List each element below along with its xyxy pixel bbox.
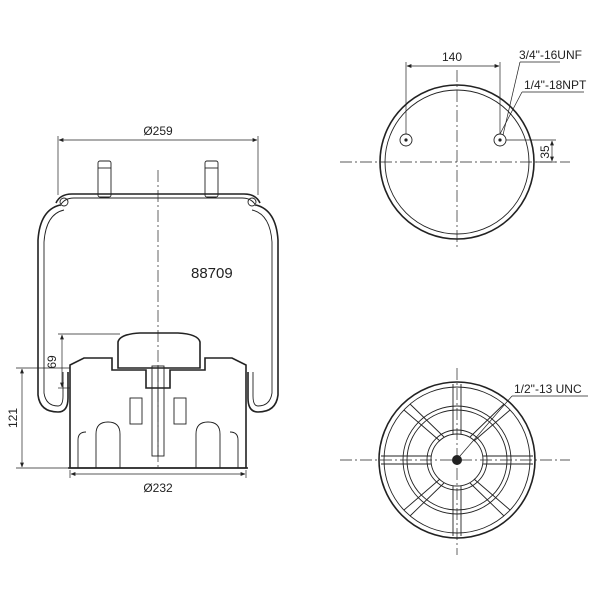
stud-offset-label: 35 <box>538 145 552 159</box>
center-thread-hole <box>452 455 462 465</box>
top-diameter-label: Ø259 <box>143 124 173 138</box>
side-view: Ø259 Ø232 121 69 88709 <box>6 124 279 495</box>
bottom-diameter-dimension: Ø232 <box>69 470 247 495</box>
part-number: 88709 <box>191 265 233 282</box>
piston-height-label: 69 <box>45 355 59 369</box>
height-dimension: 121 <box>6 367 70 469</box>
height-label: 121 <box>6 408 20 428</box>
piston-section <box>68 332 248 469</box>
mounting-studs <box>97 160 219 198</box>
air-fitting-label: 1/4"-18NPT <box>524 78 587 92</box>
bottom-thread-label: 1/2"-13 UNC <box>514 382 582 396</box>
stud-spacing-label: 140 <box>442 50 462 64</box>
bellows-outline <box>37 204 279 413</box>
bottom-view: 1/2"-13 UNC <box>340 368 588 555</box>
piston-ribs <box>381 384 533 536</box>
piston-outer <box>378 381 536 539</box>
top-view: 140 35 3/4"-16UNF 1/4"-18NPT <box>340 48 587 250</box>
top-plate-inner <box>384 89 530 235</box>
bottom-diameter-label: Ø232 <box>143 481 173 495</box>
piston-ring-mid <box>402 405 512 515</box>
top-diameter-dimension: Ø259 <box>57 124 259 195</box>
stud-thread-label: 3/4"-16UNF <box>519 48 582 62</box>
top-plate-outer <box>379 84 535 240</box>
piston-ring-inner <box>426 429 488 491</box>
bellows-inner <box>43 209 273 407</box>
top-bead-plate <box>55 193 261 207</box>
piston-height-dimension: 69 <box>45 333 120 389</box>
